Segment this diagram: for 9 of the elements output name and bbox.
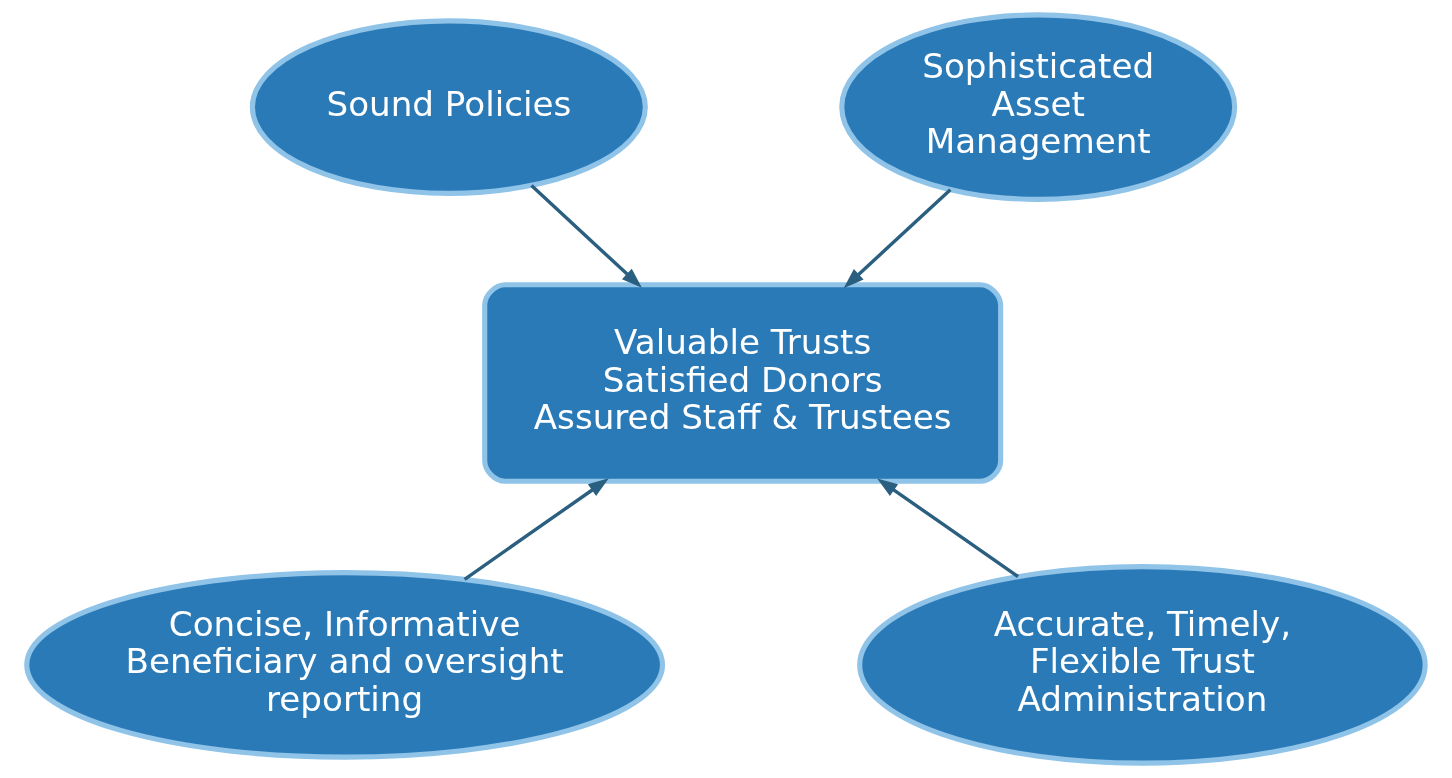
node-ellipse: Sound Policies	[249, 18, 648, 196]
arrow	[843, 188, 952, 289]
node-ellipse: Accurate, Timely, Flexible Trust Administration	[857, 564, 1428, 766]
node-ellipse: Sophisticated Asset Management	[839, 12, 1238, 202]
node-ellipse: Concise, Informative Beneficiary and oversight reporting	[24, 570, 666, 760]
arrow	[877, 478, 1019, 578]
node-box: Valuable Trusts Satisfied Donors Assured Staff & Trustees	[482, 282, 1004, 484]
arrow	[463, 478, 609, 581]
arrow	[530, 184, 642, 288]
